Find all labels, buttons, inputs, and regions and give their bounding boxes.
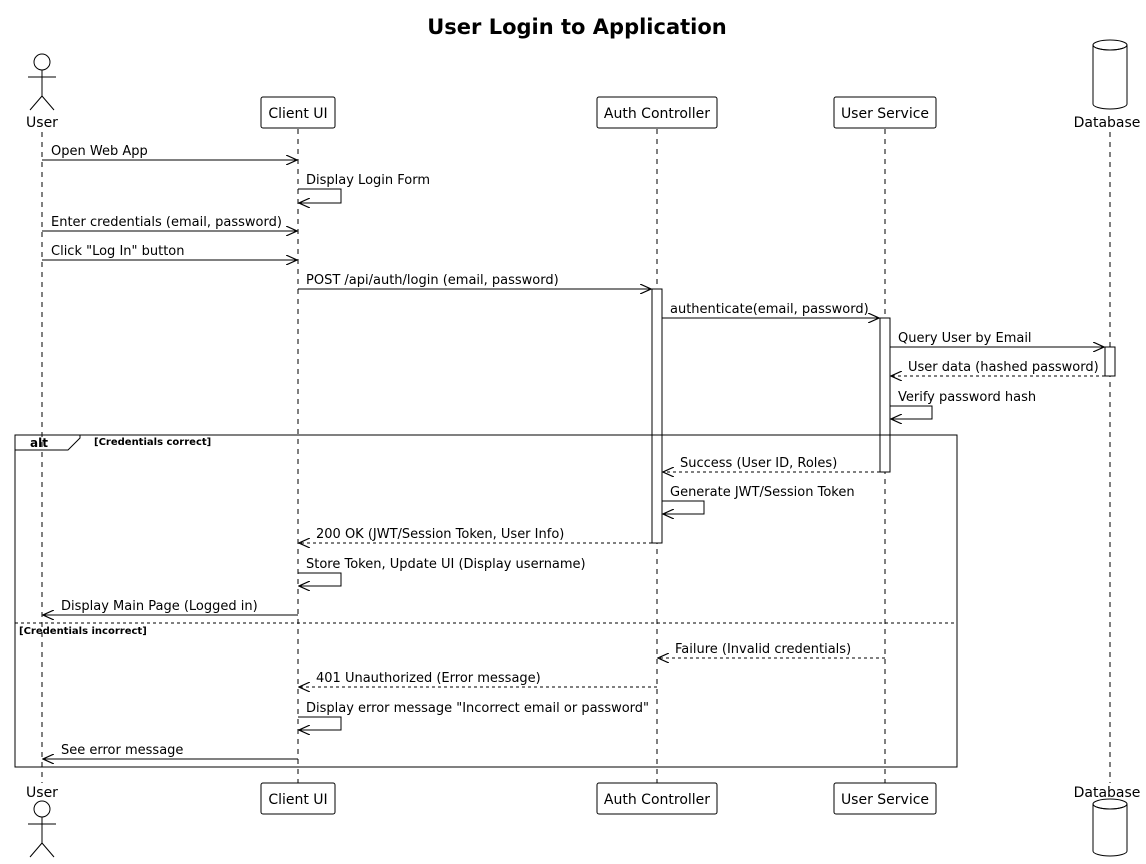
participant-client-ui-box	[260, 96, 336, 129]
database-icon	[1092, 39, 1128, 110]
alt-frame	[14, 434, 958, 768]
participant-user-label: User	[26, 115, 58, 131]
message-label: POST /api/auth/login (email, password)	[306, 273, 559, 288]
activation-auth-controller	[651, 288, 663, 544]
actor-icon	[28, 800, 56, 858]
message-label: Display Main Page (Logged in)	[61, 599, 258, 614]
message-label: Success (User ID, Roles)	[680, 456, 837, 471]
message-arrow	[298, 188, 342, 203]
participant-client-ui-box-bottom	[260, 782, 336, 815]
message-label: 401 Unauthorized (Error message)	[316, 671, 541, 686]
participant-client-ui-label: Client UI	[268, 106, 327, 122]
database-icon	[1092, 798, 1128, 857]
message-label: Verify password hash	[898, 390, 1036, 405]
message-label: Enter credentials (email, password)	[51, 215, 282, 230]
diagram-title: User Login to Application	[427, 15, 727, 39]
alt-guard-correct: [Credentials correct]	[94, 437, 211, 448]
participant-user-service-label: User Service	[841, 106, 929, 122]
alt-fragment: alt [Credentials correct] [Credentials i…	[14, 434, 958, 768]
participant-auth-controller-box	[596, 96, 718, 129]
message-label: Store Token, Update UI (Display username…	[306, 557, 586, 572]
activation-user-service	[879, 317, 891, 473]
message-label: Query User by Email	[898, 331, 1032, 346]
message-label: Generate JWT/Session Token	[670, 485, 855, 500]
messages: Open Web App Display Login Form Enter cr…	[42, 144, 1105, 759]
participant-client-ui-label-bottom: Client UI	[268, 792, 327, 808]
alt-keyword-tab	[15, 435, 81, 451]
message-arrow	[298, 572, 342, 586]
participant-user-service-box-bottom	[833, 782, 937, 815]
participant-auth-controller-label-bottom: Auth Controller	[604, 792, 710, 808]
message-arrow	[662, 500, 705, 514]
participant-auth-controller-box-bottom	[596, 782, 718, 815]
participants-top: User Client UI Auth Controller User Serv…	[26, 39, 1141, 131]
alt-keyword: alt	[30, 436, 48, 450]
message-arrow	[890, 405, 933, 419]
activation-database	[1104, 346, 1116, 377]
message-label: authenticate(email, password)	[670, 302, 869, 317]
message-label: Open Web App	[51, 144, 148, 159]
activation-bars	[651, 288, 1116, 544]
alt-guard-incorrect: [Credentials incorrect]	[19, 626, 147, 637]
message-label: Click "Log In" button	[51, 244, 185, 259]
participant-database-label-bottom: Database	[1074, 785, 1141, 801]
participants-bottom: User Client UI Auth Controller User Serv…	[26, 782, 1141, 858]
lifelines	[41, 129, 1111, 783]
message-label: Display Login Form	[306, 173, 430, 188]
participant-user-service-label-bottom: User Service	[841, 792, 929, 808]
participant-auth-controller-label: Auth Controller	[604, 106, 710, 122]
message-label: User data (hashed password)	[908, 360, 1099, 375]
actor-icon	[28, 53, 56, 111]
message-arrow	[298, 716, 342, 730]
participant-user-label-bottom: User	[26, 785, 58, 801]
message-label: Failure (Invalid credentials)	[675, 642, 851, 657]
message-label: Display error message "Incorrect email o…	[306, 701, 649, 716]
message-label: See error message	[61, 743, 183, 758]
participant-database-label: Database	[1074, 115, 1141, 131]
participant-user-service-box	[833, 96, 937, 129]
message-label: 200 OK (JWT/Session Token, User Info)	[316, 527, 564, 542]
